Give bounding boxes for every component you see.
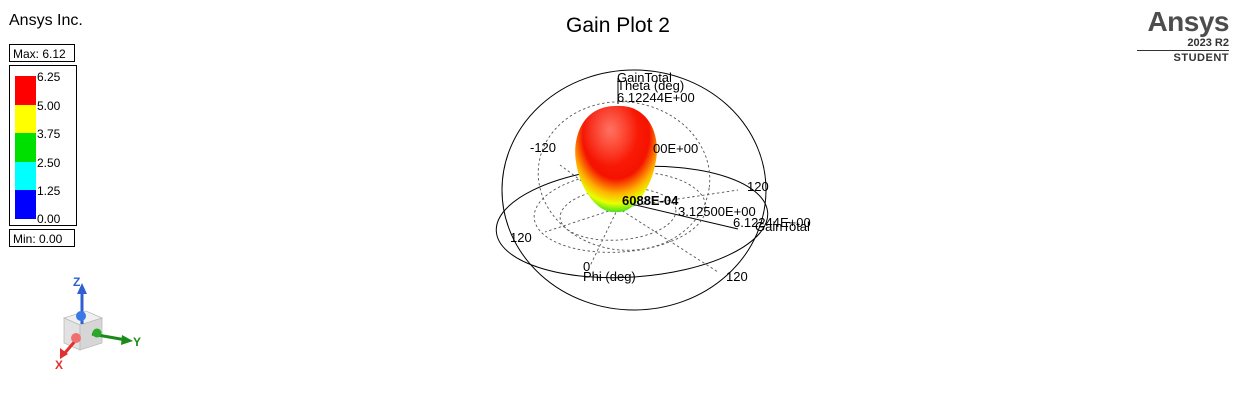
legend-swatch-red [15,76,36,105]
legend-max-label: Max: 6.12 [9,44,75,62]
legend-tick: 3.75 [37,127,61,141]
legend-tick: 5.00 [37,98,61,113]
phi-axis-label: Phi (deg) [583,269,636,284]
y-axis-knob [92,328,102,338]
brand-edition: STUDENT [1173,52,1229,64]
legend-tick: 1.25 [37,184,61,198]
brand-logo: Ansys 2023 R2 STUDENT [1137,6,1230,65]
legend-tick: 2.50 [37,155,61,170]
phi-tick-bottom: 0 [583,259,590,274]
legend-swatch-cyan [15,161,36,190]
y-axis-arrow [121,335,133,345]
legend-tick: 0.00 [37,212,61,226]
grid-spoke [617,189,739,209]
theta-tick-right: 120 [747,179,769,194]
x-axis-label: X [55,358,63,372]
value-upper: 00E+00 [653,141,698,156]
theta-tick-left: -120 [530,140,556,155]
legend-swatch-green [15,133,36,162]
z-axis-label: Z [73,275,80,289]
theta-ring-inner [537,101,711,251]
grid-spoke [544,207,619,233]
y-axis-label: Y [133,335,141,349]
legend-tick: 6.25 [37,70,61,84]
value-center: 6088E-04 [622,193,679,208]
radiation-lobe [575,105,657,213]
quantity-label-top: GainTotal [617,70,672,85]
gain-axis-line [613,199,739,230]
value-right: 6.12244E+00 [733,215,811,230]
x-axis-knob [71,333,81,343]
quantity-label-right: GainTotal [755,219,810,234]
legend-scale: 6.25 5.00 3.75 2.50 1.25 0.00 [9,65,77,226]
triad-cube-right [79,317,103,351]
legend-swatch-yellow [15,104,36,133]
value-top: 6.12244E+00 [617,90,695,105]
theta-axis-label: Theta (deg) [617,78,684,93]
color-legend: Max: 6.12 6.25 5.00 3.75 2.50 1.25 0.00 … [9,44,77,250]
value-mid: 3.12500E+00 [678,204,756,219]
theta-ring-outer [501,69,767,311]
brand-name: Ansys [1147,6,1229,37]
z-axis-arrow [77,283,87,294]
axes-triad[interactable]: Z Y X [55,275,141,372]
plot-title: Gain Plot 2 [566,14,670,37]
legend-min-label: Min: 0.00 [9,229,75,247]
lobe-highlight [575,105,657,213]
company-label: Ansys Inc. [9,12,83,29]
phi-ring-inner [559,187,677,241]
z-axis-knob [76,311,86,321]
brand-version: 2023 R2 [1137,37,1229,51]
grid-spoke [589,207,619,267]
legend-swatch-blue [15,190,36,219]
phi-tick-right: 120 [726,269,748,284]
x-axis-arrow [60,348,68,359]
phi-tick-left: 120 [510,230,532,245]
